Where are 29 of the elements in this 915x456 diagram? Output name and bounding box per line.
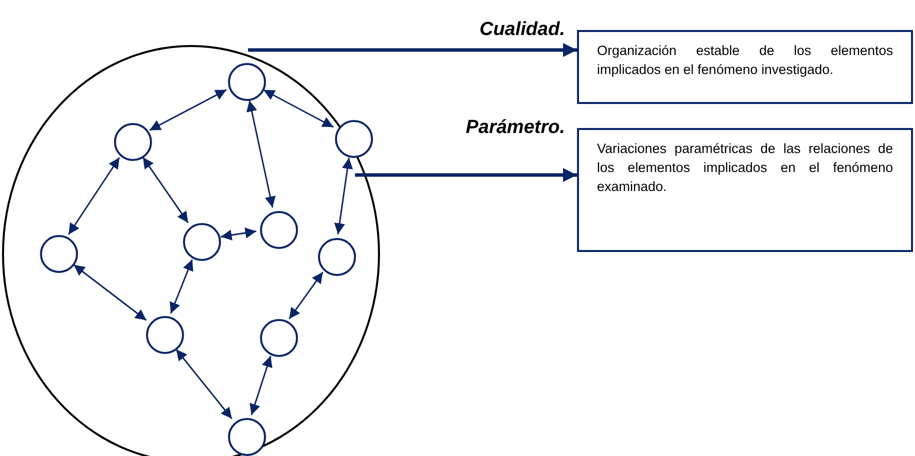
- small-circle: [318, 238, 356, 276]
- small-circle: [228, 63, 266, 101]
- arrow: [149, 89, 227, 131]
- definition-heading: Cualidad.: [479, 18, 565, 42]
- large-circle: [2, 45, 380, 456]
- definition-heading: Parámetro.: [466, 116, 565, 140]
- arrow: [263, 89, 334, 128]
- small-circle: [260, 211, 298, 249]
- arrow: [68, 157, 120, 235]
- arrow: [288, 272, 324, 320]
- small-circle: [146, 316, 184, 354]
- definition-text: Organización estable de los elementos implicados en el fenómeno investigado.: [597, 42, 893, 79]
- small-circle: [40, 235, 78, 273]
- arrow: [246, 100, 276, 208]
- small-circle: [228, 418, 266, 456]
- small-circle: [335, 120, 373, 158]
- arrow: [142, 156, 189, 224]
- arrow: [248, 43, 577, 57]
- small-circle: [183, 223, 221, 261]
- arrow: [334, 158, 353, 234]
- arrow: [170, 259, 194, 314]
- arrow: [355, 168, 577, 182]
- small-circle: [260, 319, 298, 357]
- definition-text: Variaciones paramétricas de las relaciones de los elementos implicados en el fenómeno examinado.: [597, 140, 893, 196]
- arrow: [250, 356, 272, 416]
- small-circle: [114, 123, 152, 161]
- arrow: [220, 228, 256, 240]
- arrow: [176, 348, 232, 420]
- arrow: [73, 264, 147, 321]
